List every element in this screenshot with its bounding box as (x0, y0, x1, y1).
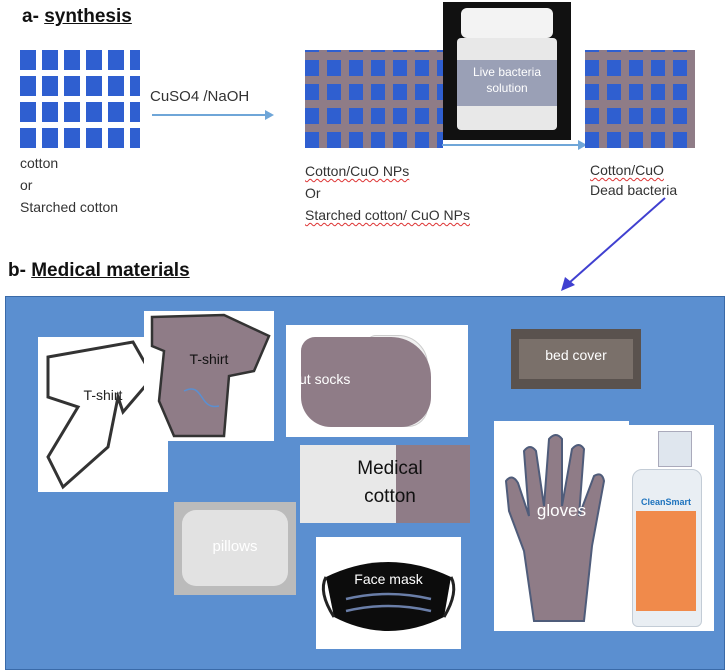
face-mask-icon (321, 562, 456, 631)
section-a-heading: a- synthesis (22, 6, 132, 28)
bed-cover-label: bed cover (545, 347, 607, 363)
cuo-label: Cotton/CuO NPs Or Starched cotton/ CuO N… (305, 160, 470, 226)
spray-trigger (658, 431, 692, 467)
medical-cotton-tile: Medical cotton (300, 445, 470, 523)
pillows-label: pillows (212, 538, 258, 555)
glove-icon (504, 434, 606, 622)
cuo-label-line: Cotton/CuO NPs (305, 163, 410, 179)
gloves-label: gloves (536, 501, 587, 520)
jar-label-band (457, 60, 557, 106)
spray-label-band (636, 511, 696, 611)
pillows-tile: pillows (174, 502, 296, 595)
spray-brand: CleanSmart (640, 497, 692, 507)
reaction-arrow (152, 110, 274, 120)
dead-label-line: Cotton/CuO (590, 162, 664, 178)
tshirt-filled-icon (150, 313, 271, 438)
medical-materials-panel: T-shirt T-shirt cut socks bed cover Medi… (5, 296, 725, 670)
cotton-fabric-image (20, 50, 140, 148)
pillow-shape (182, 510, 288, 586)
face-mask-tile: Face mask (316, 537, 461, 649)
cuo-label-line: Starched cotton/ CuO NPs (305, 207, 470, 223)
medical-cotton-label: Medical cotton (357, 458, 423, 507)
tshirt-outline-label: T-shirt (83, 387, 123, 403)
gloves-tile: gloves (494, 421, 629, 631)
dead-bacteria-fabric-image (585, 50, 695, 148)
cuo-label-line: Or (305, 185, 321, 201)
jar-lid (461, 8, 553, 38)
section-a-title: synthesis (44, 6, 132, 27)
dead-label-line: Dead bacteria (590, 182, 678, 198)
tshirt-filled-tile: T-shirt (144, 311, 274, 441)
bacteria-jar-image: Live bacteria solution (443, 2, 571, 140)
spray-bottle-tile: CleanSmart (618, 425, 714, 631)
exposure-arrow (442, 140, 587, 150)
face-mask-label: Face mask (354, 571, 423, 587)
dead-bacteria-label: Cotton/CuO Dead bacteria (590, 160, 677, 200)
socks-tile: cut socks (286, 325, 468, 437)
mauve-sock (301, 337, 431, 427)
reagent-label: CuSO4 /NaOH (150, 88, 250, 105)
section-b-title: Medical materials (31, 260, 190, 281)
bed-cover-tile: bed cover (511, 329, 641, 389)
section-b-heading: b- Medical materials (8, 260, 190, 282)
cotton-label-line: cotton (20, 155, 59, 171)
socks-label: cut socks (292, 371, 351, 387)
section-b-prefix: b- (8, 260, 32, 281)
cotton-label-line: Starched cotton (20, 199, 119, 215)
cuo-fabric-image (305, 50, 443, 148)
cotton-mauve-area (396, 445, 470, 523)
tshirt-filled-label: T-shirt (189, 351, 229, 367)
cotton-label: cotton or Starched cotton (20, 152, 118, 218)
section-a-prefix: a- (22, 6, 45, 27)
cotton-ball-area (300, 445, 396, 523)
jar-label: Live bacteria solution (472, 65, 542, 95)
diagonal-arrow (561, 197, 666, 291)
cotton-label-line: or (20, 177, 33, 193)
bed-cover-surface (519, 339, 633, 379)
